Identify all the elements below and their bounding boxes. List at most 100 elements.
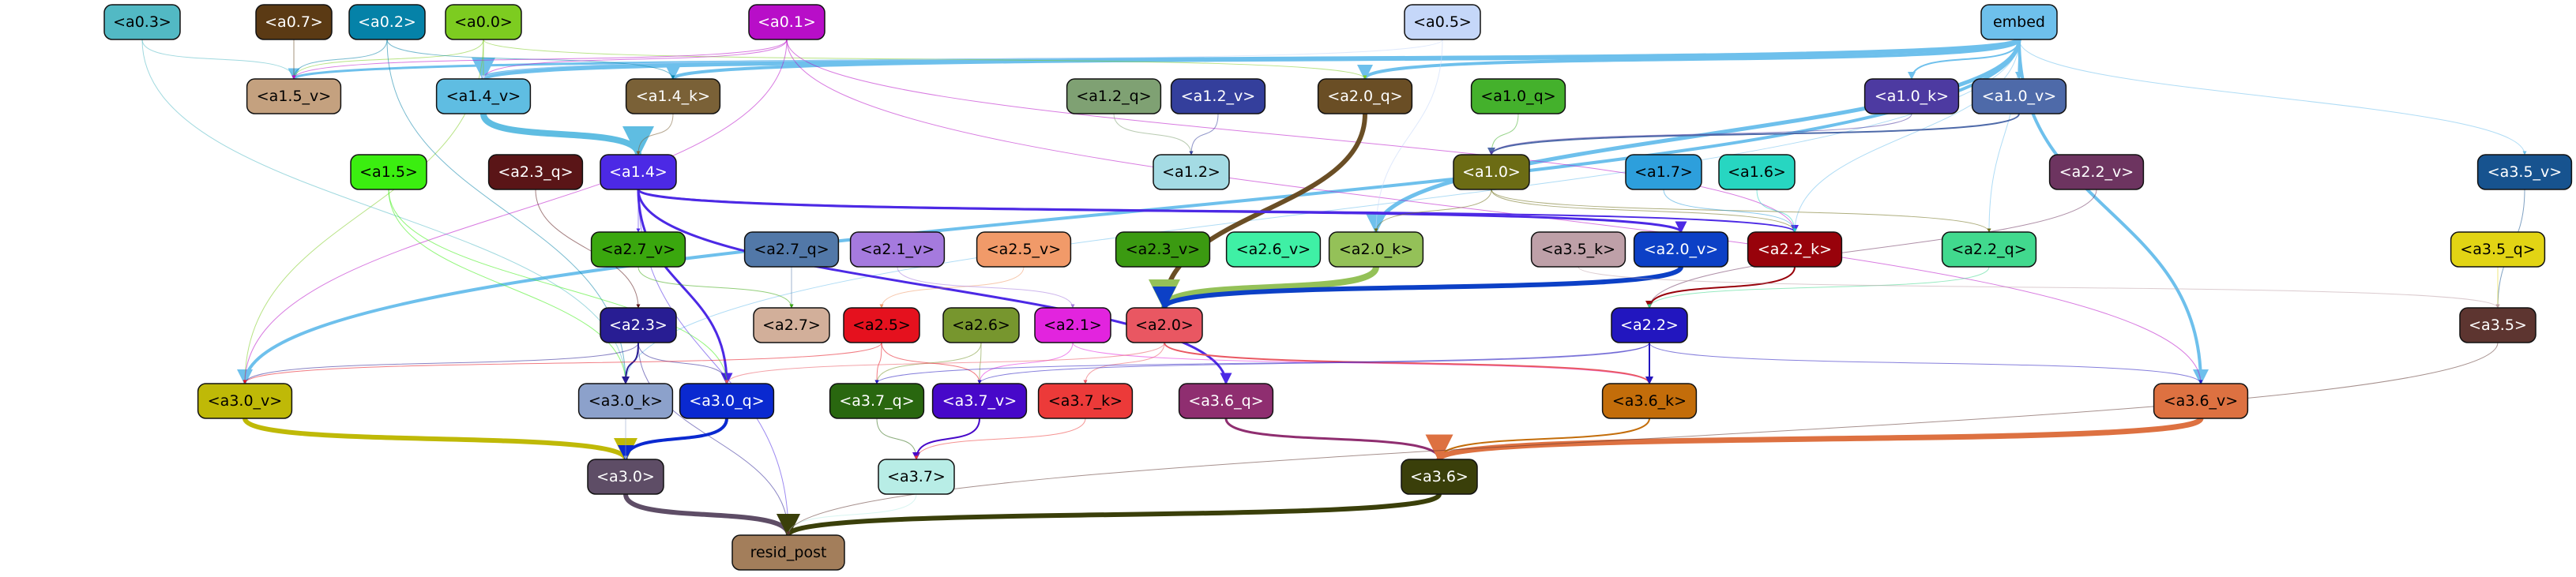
node-a2.1_v[interactable]: <a2.1_v> — [849, 231, 946, 268]
node-box-a2.1[interactable] — [1034, 307, 1111, 343]
node-box-a3.0[interactable] — [587, 459, 664, 495]
node-a2.3[interactable]: <a2.3> — [600, 307, 677, 343]
node-a3.0_q[interactable]: <a3.0_q> — [679, 383, 775, 419]
node-a2.0[interactable]: <a2.0> — [1126, 307, 1203, 343]
node-box-a2.7_q[interactable] — [743, 231, 840, 268]
node-box-a3.6_v[interactable] — [2153, 383, 2249, 419]
node-a2.3_v[interactable]: <a2.3_v> — [1115, 231, 1211, 268]
node-a3.6_v[interactable]: <a3.6_v> — [2153, 383, 2249, 419]
node-a3.0_v[interactable]: <a3.0_v> — [197, 383, 293, 419]
node-a2.1[interactable]: <a2.1> — [1034, 307, 1111, 343]
node-a0.3[interactable]: <a0.3> — [103, 4, 181, 40]
node-a3.0_k[interactable]: <a3.0_k> — [577, 383, 674, 419]
node-a3.5_k[interactable]: <a3.5_k> — [1530, 231, 1626, 268]
node-box-a1.4_v[interactable] — [435, 78, 532, 114]
node-a1.4[interactable]: <a1.4> — [600, 154, 677, 190]
node-box-embed[interactable] — [1980, 4, 2058, 40]
node-box-a2.3[interactable] — [600, 307, 677, 343]
node-box-a0.1[interactable] — [748, 4, 825, 40]
node-box-a2.5[interactable] — [843, 307, 920, 343]
node-box-a1.0_k[interactable] — [1863, 78, 1960, 114]
node-a1.0_v[interactable]: <a1.0_v> — [1971, 78, 2067, 114]
node-a0.5[interactable]: <a0.5> — [1404, 4, 1481, 40]
node-a2.0_v[interactable]: <a2.0_v> — [1633, 231, 1729, 268]
node-a2.7[interactable]: <a2.7> — [753, 307, 830, 343]
node-a3.7_v[interactable]: <a3.7_v> — [931, 383, 1028, 419]
node-box-a1.4_k[interactable] — [625, 78, 721, 114]
node-a2.0_q[interactable]: <a2.0_q> — [1317, 78, 1413, 114]
node-box-a1.4[interactable] — [600, 154, 677, 190]
node-box-a1.0_q[interactable] — [1470, 78, 1566, 114]
node-a2.7_q[interactable]: <a2.7_q> — [743, 231, 840, 268]
node-a1.2[interactable]: <a1.2> — [1153, 154, 1230, 190]
node-box-a0.5[interactable] — [1404, 4, 1481, 40]
node-box-a2.2[interactable] — [1611, 307, 1688, 343]
node-box-a3.5_q[interactable] — [2450, 231, 2546, 268]
node-a2.2_q[interactable]: <a2.2_q> — [1941, 231, 2037, 268]
node-box-a2.2_v[interactable] — [2048, 154, 2145, 190]
node-a3.5[interactable]: <a3.5> — [2459, 307, 2537, 343]
node-a2.2_k[interactable]: <a2.2_k> — [1747, 231, 1843, 268]
node-a1.4_k[interactable]: <a1.4_k> — [625, 78, 721, 114]
node-box-a3.7_k[interactable] — [1037, 383, 1134, 419]
node-box-a3.5_k[interactable] — [1530, 231, 1626, 268]
node-box-a3.0_q[interactable] — [679, 383, 775, 419]
node-box-a1.2[interactable] — [1153, 154, 1230, 190]
node-box-a1.5[interactable] — [350, 154, 427, 190]
node-box-a3.7_q[interactable] — [829, 383, 925, 419]
node-box-a0.7[interactable] — [255, 4, 333, 40]
node-a3.0[interactable]: <a3.0> — [587, 459, 664, 495]
node-a2.3_q[interactable]: <a2.3_q> — [487, 154, 584, 190]
node-a2.6[interactable]: <a2.6> — [942, 307, 1020, 343]
node-box-a2.0_k[interactable] — [1328, 231, 1424, 268]
node-box-a1.0_v[interactable] — [1971, 78, 2067, 114]
node-a1.2_v[interactable]: <a1.2_v> — [1170, 78, 1266, 114]
node-a1.6[interactable]: <a1.6> — [1718, 154, 1796, 190]
node-box-a1.0[interactable] — [1453, 154, 1530, 190]
node-a1.2_q[interactable]: <a1.2_q> — [1066, 78, 1162, 114]
node-a1.7[interactable]: <a1.7> — [1625, 154, 1702, 190]
node-box-a3.0_v[interactable] — [197, 383, 293, 419]
node-box-a3.7[interactable] — [878, 459, 955, 495]
node-box-a0.3[interactable] — [103, 4, 181, 40]
node-a3.6_q[interactable]: <a3.6_q> — [1178, 383, 1274, 419]
node-a2.2[interactable]: <a2.2> — [1611, 307, 1688, 343]
node-box-a2.6_v[interactable] — [1225, 231, 1322, 268]
node-resid_post[interactable]: resid_post — [731, 534, 845, 571]
node-a3.7[interactable]: <a3.7> — [878, 459, 955, 495]
node-box-a2.0_q[interactable] — [1317, 78, 1413, 114]
node-a1.0_q[interactable]: <a1.0_q> — [1470, 78, 1566, 114]
node-a0.0[interactable]: <a0.0> — [445, 4, 522, 40]
node-box-a2.0[interactable] — [1126, 307, 1203, 343]
node-a2.6_v[interactable]: <a2.6_v> — [1225, 231, 1322, 268]
node-box-a2.7[interactable] — [753, 307, 830, 343]
node-a3.5_q[interactable]: <a3.5_q> — [2450, 231, 2546, 268]
node-box-a3.6_q[interactable] — [1178, 383, 1274, 419]
node-a0.2[interactable]: <a0.2> — [348, 4, 426, 40]
node-box-a2.3_v[interactable] — [1115, 231, 1211, 268]
node-a1.5[interactable]: <a1.5> — [350, 154, 427, 190]
node-a2.5[interactable]: <a2.5> — [843, 307, 920, 343]
node-box-a1.7[interactable] — [1625, 154, 1702, 190]
node-box-a3.5_v[interactable] — [2476, 154, 2573, 190]
node-box-a2.6[interactable] — [942, 307, 1020, 343]
node-a2.2_v[interactable]: <a2.2_v> — [2048, 154, 2145, 190]
node-a0.1[interactable]: <a0.1> — [748, 4, 825, 40]
node-box-a3.6[interactable] — [1401, 459, 1478, 495]
node-a3.7_q[interactable]: <a3.7_q> — [829, 383, 925, 419]
node-a3.6_k[interactable]: <a3.6_k> — [1601, 383, 1698, 419]
node-a3.7_k[interactable]: <a3.7_k> — [1037, 383, 1134, 419]
node-box-a0.0[interactable] — [445, 4, 522, 40]
node-embed[interactable]: embed — [1980, 4, 2058, 40]
node-box-a1.2_v[interactable] — [1170, 78, 1266, 114]
node-box-a2.0_v[interactable] — [1633, 231, 1729, 268]
node-box-a2.7_v[interactable] — [590, 231, 686, 268]
node-box-a1.6[interactable] — [1718, 154, 1796, 190]
node-a2.7_v[interactable]: <a2.7_v> — [590, 231, 686, 268]
node-box-a3.5[interactable] — [2459, 307, 2537, 343]
node-a1.0[interactable]: <a1.0> — [1453, 154, 1530, 190]
node-box-a0.2[interactable] — [348, 4, 426, 40]
node-box-a2.2_q[interactable] — [1941, 231, 2037, 268]
node-a1.5_v[interactable]: <a1.5_v> — [246, 78, 342, 114]
node-a3.6[interactable]: <a3.6> — [1401, 459, 1478, 495]
